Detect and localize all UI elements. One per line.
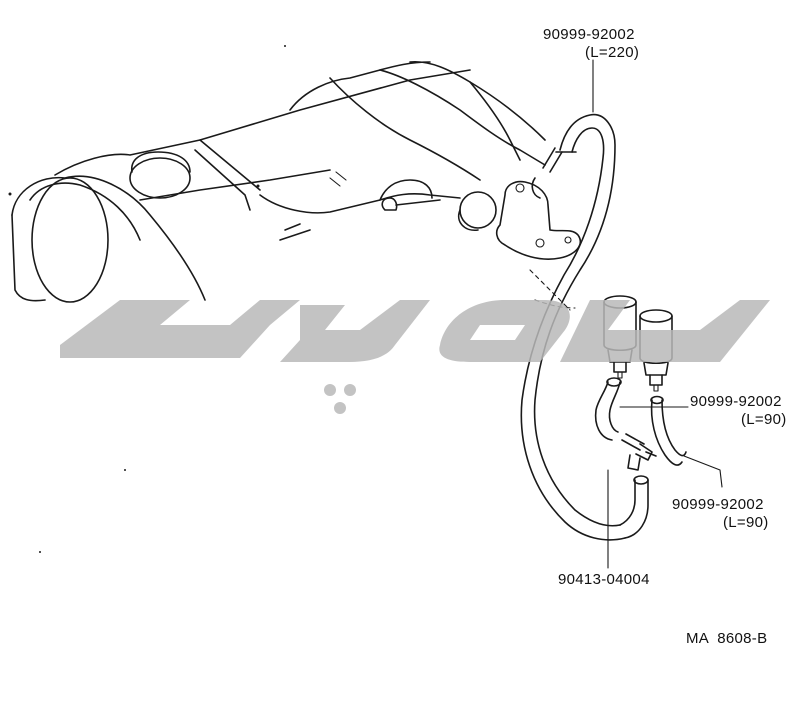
scan-specks xyxy=(8,45,286,553)
figure-code: MA 8608-B xyxy=(686,630,768,647)
hose-short-right xyxy=(650,395,687,466)
callout-hose-right-lower-part: 90999-92002 xyxy=(672,496,764,513)
callout-hose-right-upper-length: (L=90) xyxy=(741,411,787,428)
callout-hose-top-length: (L=220) xyxy=(585,44,640,61)
callout-connector-part: 90413-04004 xyxy=(558,571,650,588)
watermark-logo xyxy=(60,300,770,414)
leader-lines xyxy=(592,59,723,569)
callout-hose-right-upper-part: 90999-92002 xyxy=(690,393,782,410)
t-connector xyxy=(621,433,657,471)
hose-long xyxy=(520,113,649,541)
callout-hose-top-part: 90999-92002 xyxy=(543,26,635,43)
callout-hose-right-lower-length: (L=90) xyxy=(723,514,769,531)
engine-outline xyxy=(11,60,582,311)
hose-short-left xyxy=(594,377,622,441)
